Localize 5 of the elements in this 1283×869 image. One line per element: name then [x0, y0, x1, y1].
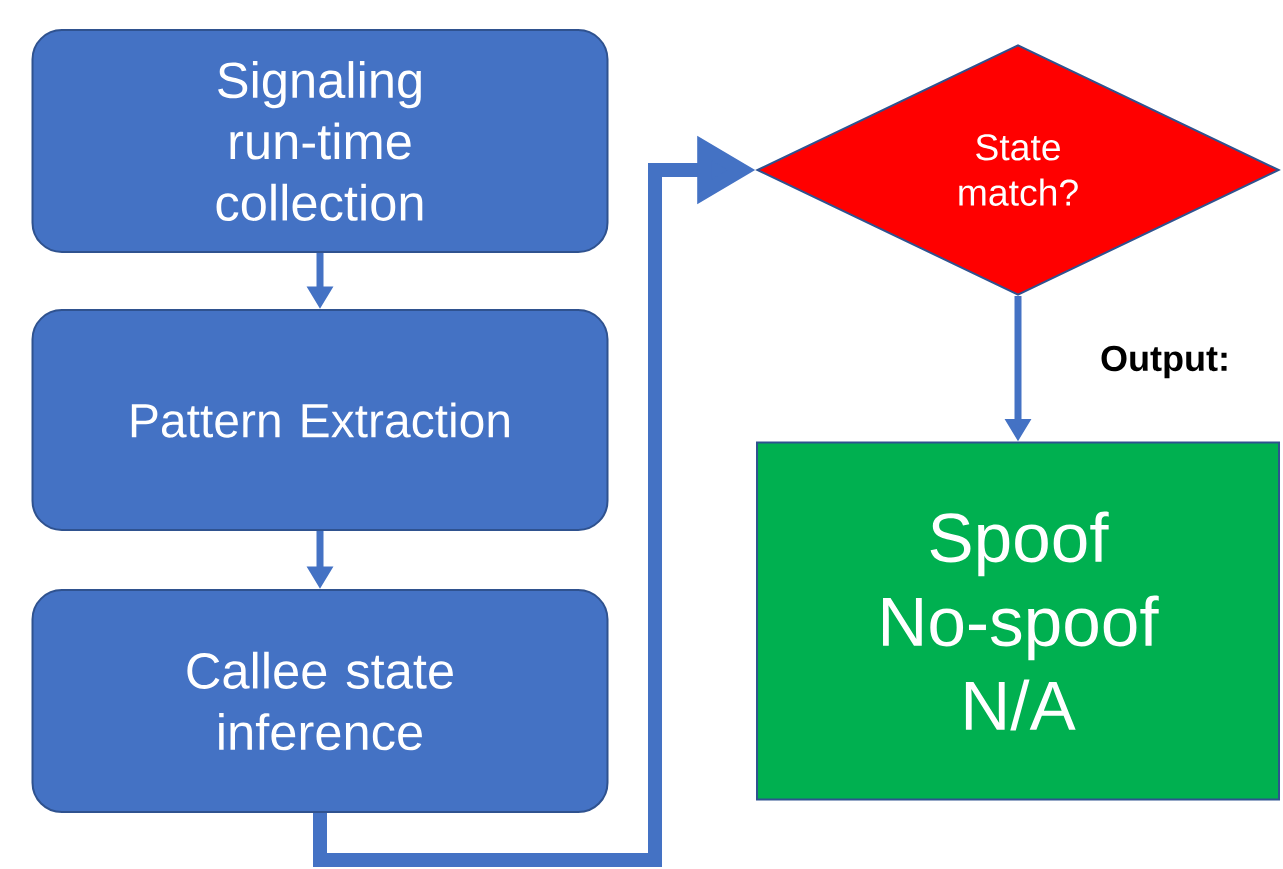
process-box: Pattern Extraction — [31, 309, 609, 531]
edge-label: Output: — [1101, 345, 1227, 379]
output-box: Spoof No-spoof N/A — [756, 441, 1280, 801]
process-box: Signaling run-time collection — [31, 29, 609, 253]
process-box: Callee state inference — [31, 589, 609, 813]
